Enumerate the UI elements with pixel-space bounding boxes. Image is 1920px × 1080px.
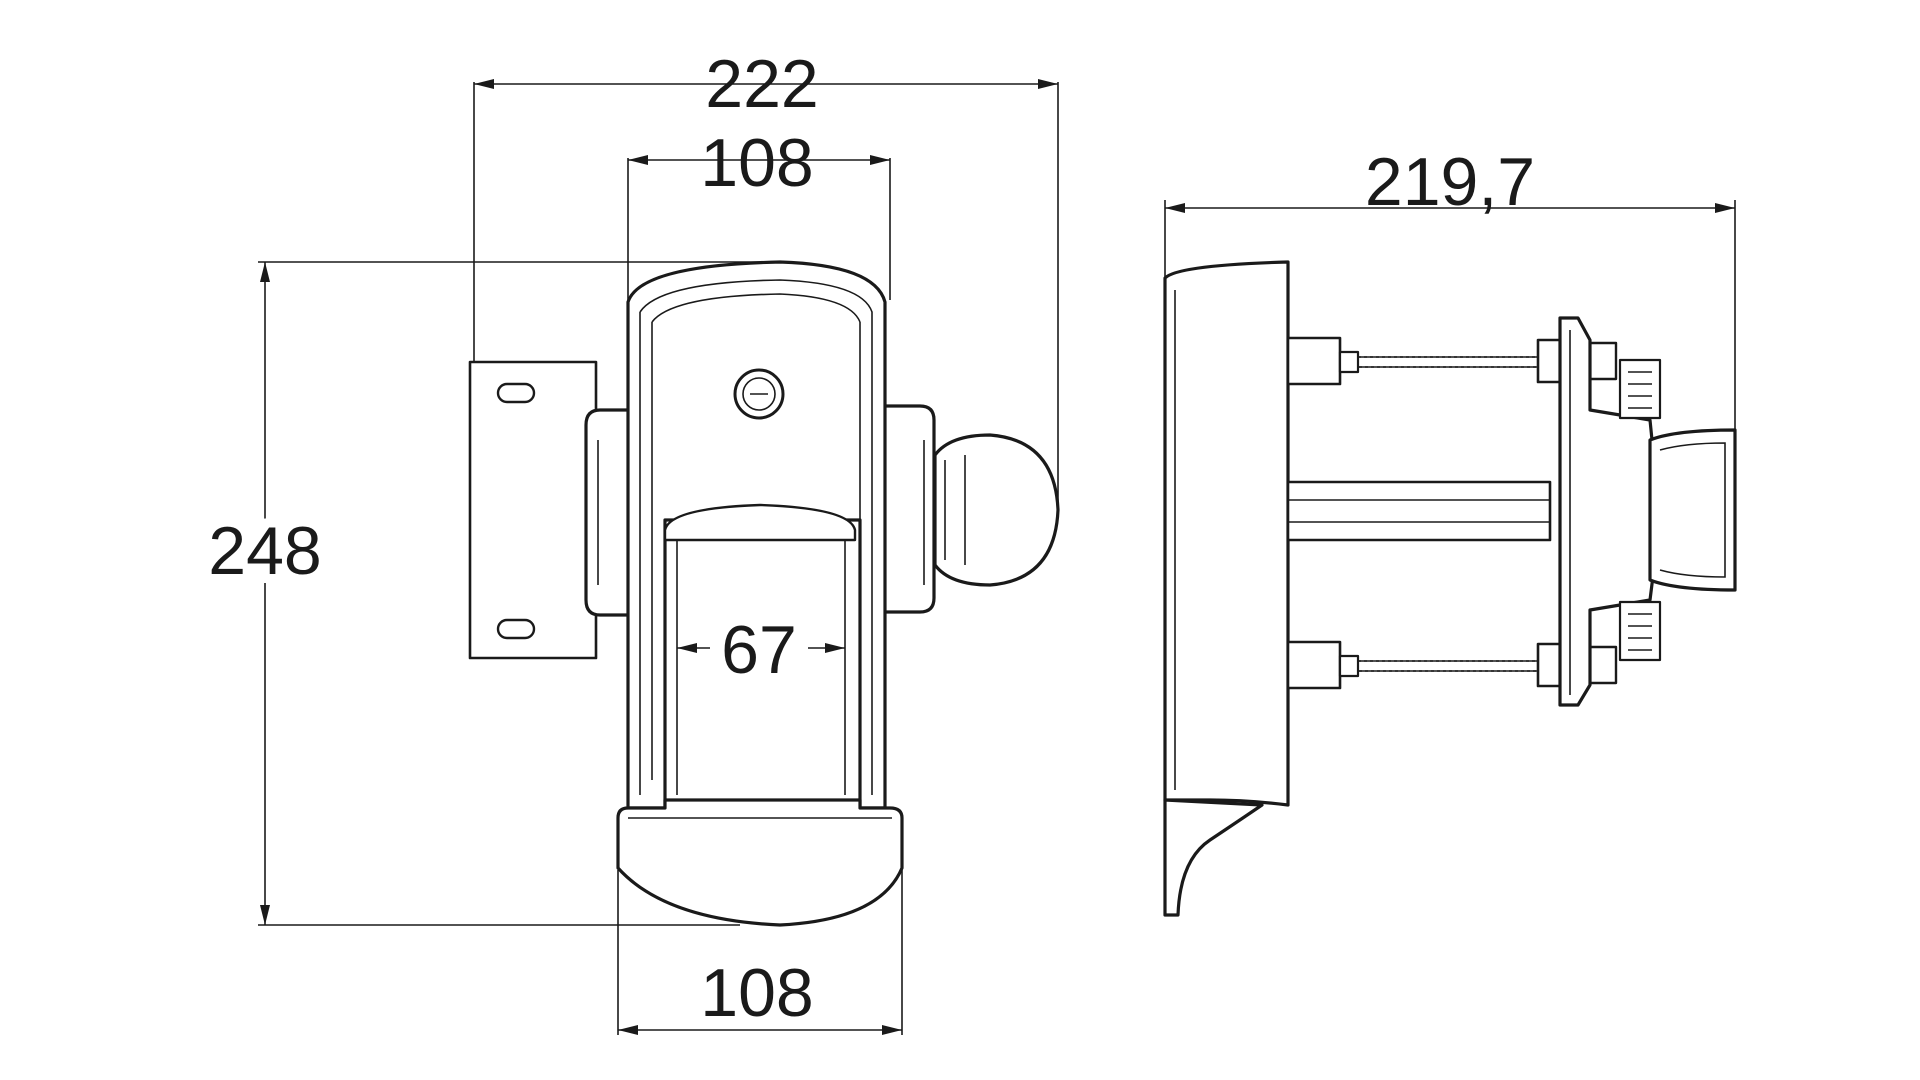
dim-label-overall-height: 248 <box>208 513 321 589</box>
side-view: 219,7 <box>1163 144 1737 917</box>
dim-label-overall-width: 222 <box>705 46 818 122</box>
central-shaft <box>1286 480 1552 542</box>
toothed-blocks <box>1618 358 1662 662</box>
mounting-bracket <box>468 360 598 660</box>
dim-overall-height <box>258 261 780 926</box>
dim-label-bottom-width: 108 <box>700 955 813 1031</box>
dim-bottom-width <box>617 870 903 1035</box>
dim-top-width <box>627 155 891 300</box>
lock-cylinder <box>733 368 785 420</box>
dim-label-slot-width: 67 <box>721 612 797 688</box>
handle-base <box>616 798 904 927</box>
side-handle-foot <box>1163 798 1264 917</box>
end-jaw <box>1648 428 1737 592</box>
dim-label-top-width: 108 <box>700 125 813 201</box>
dim-overall-width <box>473 79 1059 510</box>
dim-overall-depth <box>1164 200 1736 430</box>
side-housing <box>1163 260 1290 807</box>
dim-slot-width <box>677 643 845 653</box>
right-hinge-block <box>878 404 936 614</box>
dim-label-overall-depth: 219,7 <box>1365 144 1535 220</box>
front-view: 222 108 248 67 <box>199 46 1060 1035</box>
housing-outer <box>626 260 887 810</box>
knob <box>933 433 1060 587</box>
slot-lip <box>663 503 857 542</box>
